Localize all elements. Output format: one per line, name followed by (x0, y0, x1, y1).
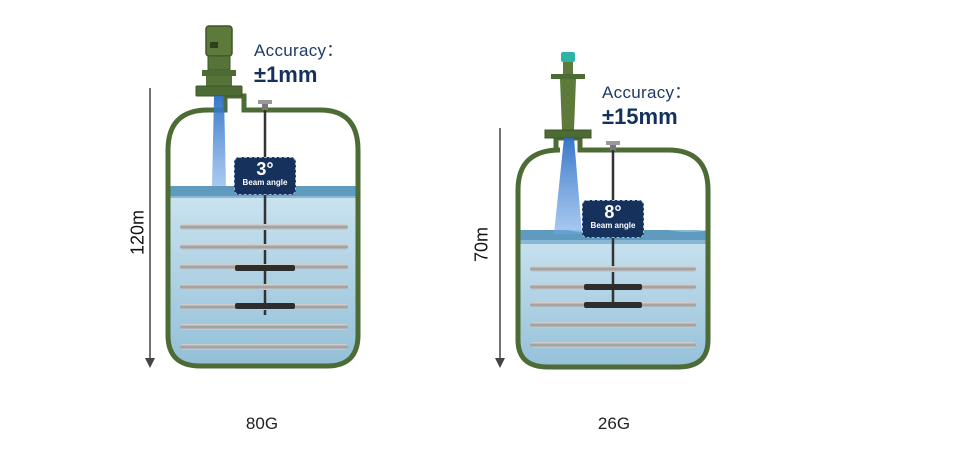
radar-sensor-26g (545, 52, 591, 138)
beam-angle-caption-80g: Beam angle (235, 178, 295, 188)
tank-height-80g: 120m (128, 203, 149, 263)
frequency-label-80g: 80G (222, 414, 302, 434)
radar-sensor-80g (196, 26, 242, 96)
radar-beam-80g (212, 96, 226, 186)
agitator-blade-lower-26g (584, 302, 642, 308)
agitator-blade-upper-80g (235, 265, 295, 271)
beam-angle-value-26g: 8° (583, 203, 643, 221)
accuracy-value-80g: ±1mm (254, 62, 317, 88)
beam-angle-value-80g: 3° (235, 160, 295, 178)
frequency-label-26g: 26G (574, 414, 654, 434)
beam-angle-badge-26g: 8° Beam angle (582, 200, 644, 238)
accuracy-value-26g: ±15mm (602, 104, 678, 130)
beam-angle-badge-80g: 3° Beam angle (234, 157, 296, 195)
tank-height-26g: 70m (472, 215, 493, 275)
accuracy-label-26g: Accuracy： (602, 78, 692, 103)
agitator-blade-upper-26g (584, 284, 642, 290)
beam-angle-caption-26g: Beam angle (583, 221, 643, 231)
agitator-blade-lower-80g (235, 303, 295, 309)
accuracy-label-80g: Accuracy： (254, 36, 344, 61)
